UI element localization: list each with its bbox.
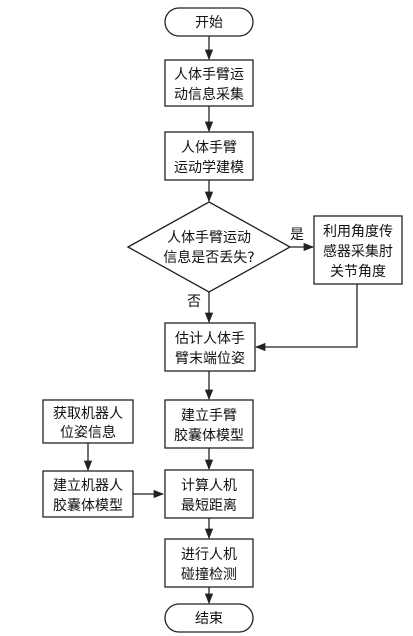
- estimate-box: [164, 322, 256, 372]
- robotcap-box: [42, 470, 134, 518]
- node-estimate-line2: 臂末端位姿: [175, 351, 245, 367]
- node-capsule-line1: 建立手臂: [181, 408, 237, 424]
- robotpose-box: [42, 399, 134, 444]
- node-capsule-line2: 胶囊体模型: [174, 427, 244, 444]
- capsule-box: [164, 399, 254, 449]
- node-model: 人体手臂 运动学建模: [164, 131, 254, 181]
- node-collision-line2: 碰撞检测: [181, 567, 237, 583]
- edges: [83, 36, 358, 605]
- node-distance: 计算人机 最短距离: [164, 469, 254, 519]
- start-terminator: [164, 7, 254, 37]
- node-capsule: 建立手臂 胶囊体模型: [164, 399, 254, 449]
- node-start-label: 开始: [195, 15, 223, 31]
- node-robotcap-line1: 建立机器人: [53, 478, 123, 494]
- node-collision: 进行人机 碰撞检测: [164, 538, 254, 588]
- node-collect-line2: 动信息采集: [174, 86, 244, 103]
- end-terminator: [164, 603, 254, 633]
- node-estimate-line1: 估计人体手: [175, 331, 245, 347]
- edge-sensor-estimate: [254, 284, 358, 352]
- node-model-line2: 运动学建模: [174, 160, 244, 176]
- node-sensor-line3: 关节角度: [330, 264, 386, 280]
- node-collect: 人体手臂运 动信息采集: [164, 59, 254, 107]
- distance-box: [164, 469, 254, 519]
- node-robotpose-line2: 位姿信息: [60, 424, 116, 441]
- node-end-label: 结束: [195, 611, 223, 627]
- node-sensor: 利用角度传 感器采集肘 关节角度: [313, 215, 403, 285]
- node-robotcap: 建立机器人 胶囊体模型: [42, 470, 134, 518]
- edge-label-no: 否: [187, 294, 201, 310]
- node-sensor-line1: 利用角度传: [323, 224, 393, 240]
- node-start: 开始: [164, 7, 254, 37]
- node-decision-line1: 人体手臂运动: [167, 230, 251, 246]
- collect-box: [164, 59, 254, 107]
- node-decision: 人体手臂运动 信息是否丢失?: [126, 201, 292, 293]
- node-end: 结束: [164, 603, 254, 633]
- edge-label-yes: 是: [290, 227, 304, 243]
- sensor-box: [313, 215, 403, 285]
- node-collision-line1: 进行人机: [181, 547, 237, 563]
- node-distance-line2: 最短距离: [181, 497, 237, 514]
- node-robotpose-line1: 获取机器人: [53, 406, 123, 422]
- collision-box: [164, 538, 254, 588]
- model-box: [164, 131, 254, 181]
- node-decision-line2: 信息是否丢失?: [163, 249, 254, 266]
- node-robotcap-line2: 胶囊体模型: [53, 497, 123, 514]
- node-robotpose: 获取机器人 位姿信息: [42, 399, 134, 444]
- node-sensor-line2: 感器采集肘: [323, 243, 393, 260]
- decision-diamond: [126, 201, 292, 293]
- node-estimate: 估计人体手 臂末端位姿: [164, 322, 256, 372]
- node-model-line1: 人体手臂: [181, 140, 237, 156]
- node-collect-line1: 人体手臂运: [174, 67, 244, 83]
- node-distance-line1: 计算人机: [181, 478, 237, 494]
